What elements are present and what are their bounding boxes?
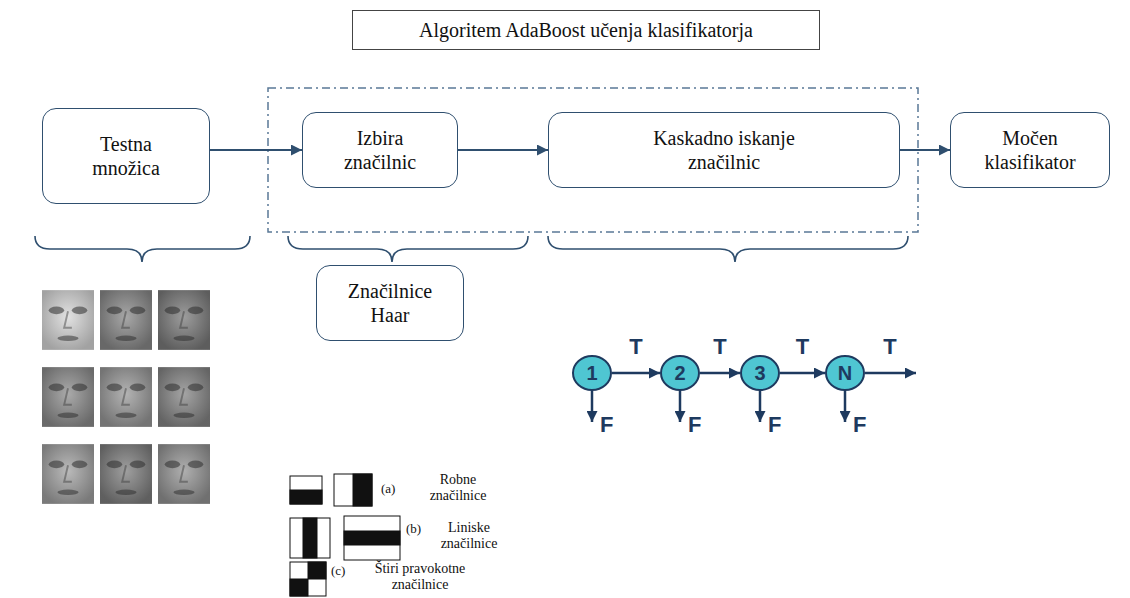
haar-four xyxy=(308,562,326,579)
brace xyxy=(35,236,250,262)
process-box: Testna množica xyxy=(42,108,210,204)
box-text: Kaskadno iskanje značilnic xyxy=(629,126,819,174)
dashed-region xyxy=(268,88,918,232)
connector-arrow xyxy=(900,149,950,151)
face-samples xyxy=(42,290,210,504)
braces xyxy=(35,236,908,262)
stage-circle: 1 xyxy=(572,355,612,391)
box-text: Algoritem AdaBoost učenja klasifikatorja xyxy=(419,18,753,42)
haar-edge xyxy=(353,474,372,506)
false-label: F xyxy=(768,414,781,436)
face-image xyxy=(100,367,152,427)
brace xyxy=(548,236,908,262)
feature-label: Štiri pravokotne značilnice xyxy=(354,561,486,593)
haar-edge xyxy=(290,490,322,504)
false-arrow xyxy=(844,391,847,422)
stage-circle: 3 xyxy=(740,355,780,391)
false-label: F xyxy=(688,414,701,436)
circle-shape xyxy=(573,356,611,390)
circle-shape xyxy=(661,356,699,390)
face-image xyxy=(100,444,152,504)
false-label: F xyxy=(600,414,613,436)
face-image xyxy=(42,290,94,350)
false-arrow xyxy=(679,391,682,422)
circle-shape xyxy=(741,356,779,390)
haar-four xyxy=(290,562,326,596)
box-text: Testna množica xyxy=(71,132,181,180)
box-text: Značilnice Haar xyxy=(330,279,450,327)
item-tag: (a) xyxy=(381,482,395,497)
false-label: F xyxy=(853,414,866,436)
false-arrow xyxy=(759,391,762,422)
haar-edge xyxy=(334,474,372,506)
process-box: Močen klasifikator xyxy=(950,112,1110,188)
face-image xyxy=(158,367,210,427)
connector-arrow xyxy=(700,372,740,375)
feature-label: Robne značilnice xyxy=(412,472,504,504)
haar-line xyxy=(290,518,330,558)
box-text: Močen klasifikator xyxy=(965,126,1095,174)
connector-arrow xyxy=(612,372,660,375)
feature-label: Liniske značilnice xyxy=(428,520,510,552)
connector-arrow xyxy=(458,149,548,151)
face-image xyxy=(42,367,94,427)
face-image xyxy=(158,444,210,504)
haar-line xyxy=(344,516,400,560)
edge-label: T xyxy=(629,336,642,358)
true-label: T xyxy=(883,336,896,358)
item-tag: (c) xyxy=(331,564,345,579)
face-image xyxy=(100,290,152,350)
edge-label: T xyxy=(713,336,726,358)
feature-box: Značilnice Haar xyxy=(316,265,464,341)
connector-arrow xyxy=(780,372,825,375)
haar-features xyxy=(290,474,400,596)
stage-number: 3 xyxy=(754,361,765,385)
brace xyxy=(288,236,528,262)
haar-line xyxy=(303,518,317,558)
stage-number: N xyxy=(838,361,852,385)
true-arrow xyxy=(865,372,916,375)
stage-circle: 2 xyxy=(660,355,700,391)
haar-line xyxy=(344,531,400,545)
haar-four xyxy=(290,579,308,596)
circle-shape xyxy=(826,356,864,390)
face-image xyxy=(158,290,210,350)
connector-arrow xyxy=(210,149,302,151)
edge-label: T xyxy=(796,336,809,358)
false-arrow xyxy=(591,391,594,422)
item-tag: (b) xyxy=(406,522,421,537)
title-box: Algoritem AdaBoost učenja klasifikatorja xyxy=(352,10,820,50)
stage-number: 1 xyxy=(586,361,597,385)
stage-number: 2 xyxy=(674,361,685,385)
stage-circle: N xyxy=(825,355,865,391)
box-text: Izbira značilnic xyxy=(325,126,435,174)
face-image xyxy=(42,444,94,504)
process-box: Kaskadno iskanje značilnic xyxy=(548,112,900,188)
process-box: Izbira značilnic xyxy=(302,112,458,188)
haar-edge xyxy=(290,476,322,504)
